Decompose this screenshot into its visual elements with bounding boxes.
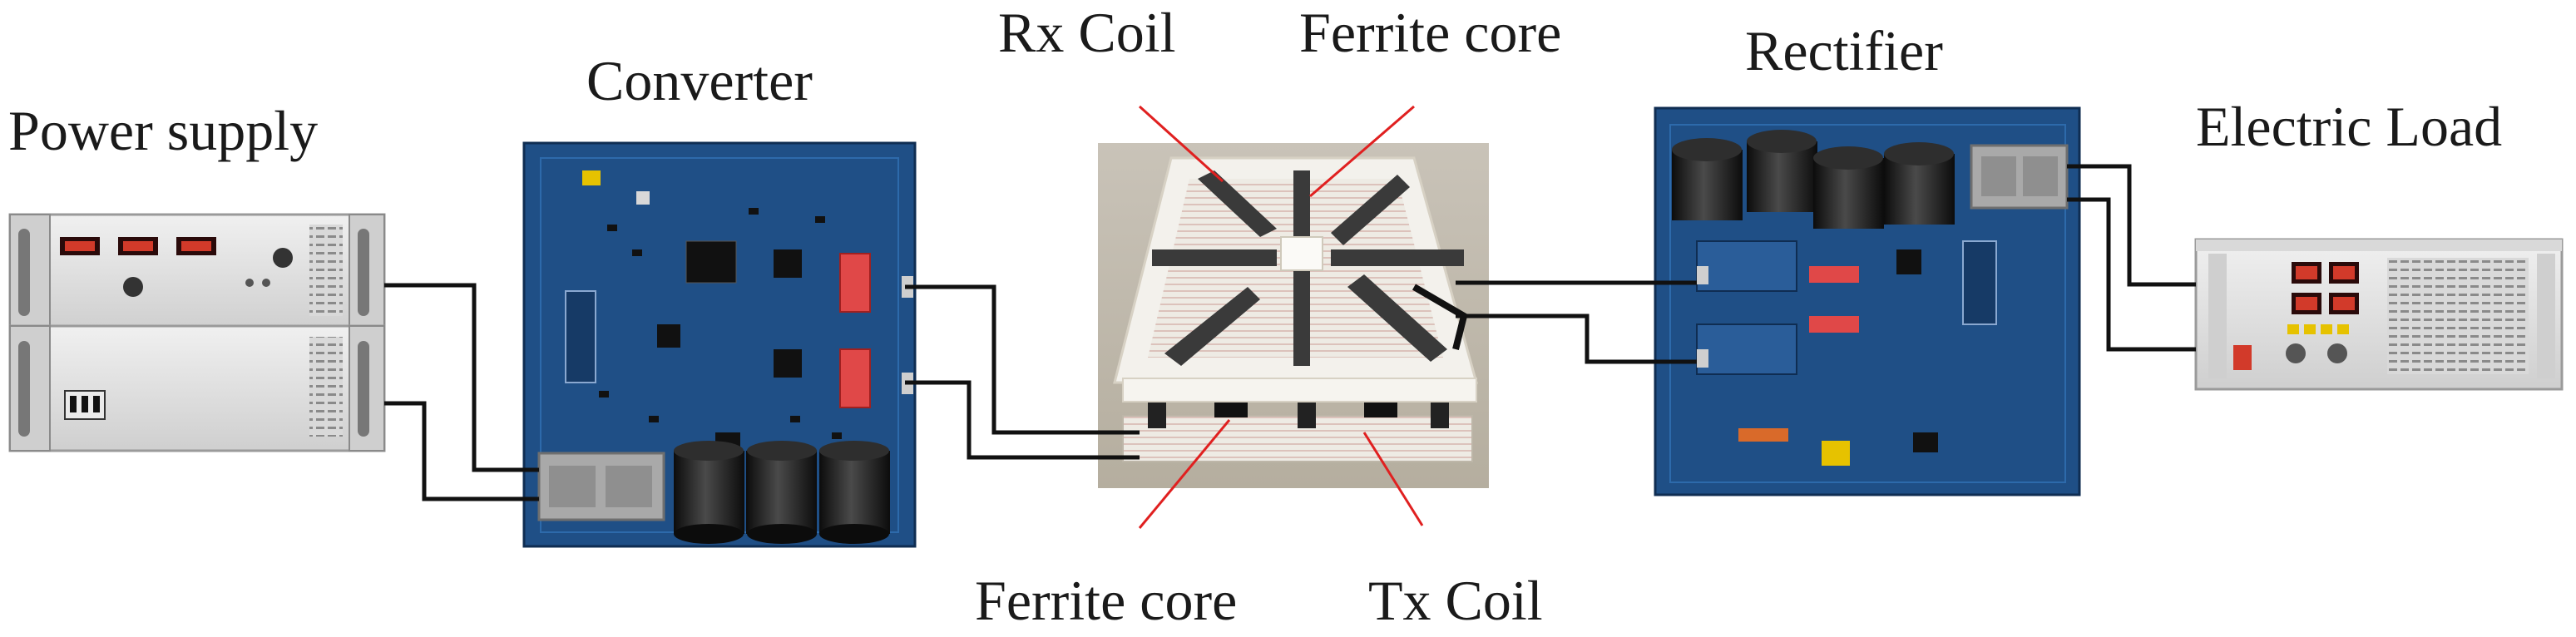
label-rectifier: Rectifier	[1745, 19, 1943, 82]
electronic-load	[2194, 238, 2564, 391]
pointer-tx-coil	[1362, 432, 1424, 526]
coil-pad	[1098, 143, 1489, 488]
labels: Power supply Converter Rx Coil Ferrite c…	[8, 1, 2502, 632]
label-tx-coil: Tx Coil	[1368, 569, 1543, 632]
label-electric-load: Electric Load	[2196, 95, 2502, 158]
label-converter: Converter	[586, 49, 813, 112]
label-rx-coil: Rx Coil	[998, 1, 1176, 64]
capacitor	[819, 441, 890, 544]
capacitor	[1884, 142, 1955, 225]
cables	[384, 164, 2196, 501]
power-supply-unit	[8, 213, 386, 452]
label-power-supply: Power supply	[8, 99, 318, 162]
capacitor	[1672, 138, 1743, 220]
pointer-ferrite-top	[1309, 105, 1415, 198]
label-ferrite-core-bottom: Ferrite core	[975, 569, 1237, 632]
pointer-rx-coil	[1138, 105, 1224, 183]
power-connector	[1970, 144, 2069, 210]
capacitor	[674, 441, 744, 544]
converter-board	[522, 141, 917, 548]
capacitor	[1747, 130, 1817, 212]
capacitor	[1813, 146, 1884, 229]
pointer-lines	[1138, 105, 1424, 529]
power-connector	[537, 452, 665, 521]
rectifier-board	[1654, 106, 2081, 496]
capacitor	[746, 441, 817, 544]
label-ferrite-core-top: Ferrite core	[1299, 1, 1561, 64]
pointer-ferrite-bottom	[1138, 419, 1231, 529]
